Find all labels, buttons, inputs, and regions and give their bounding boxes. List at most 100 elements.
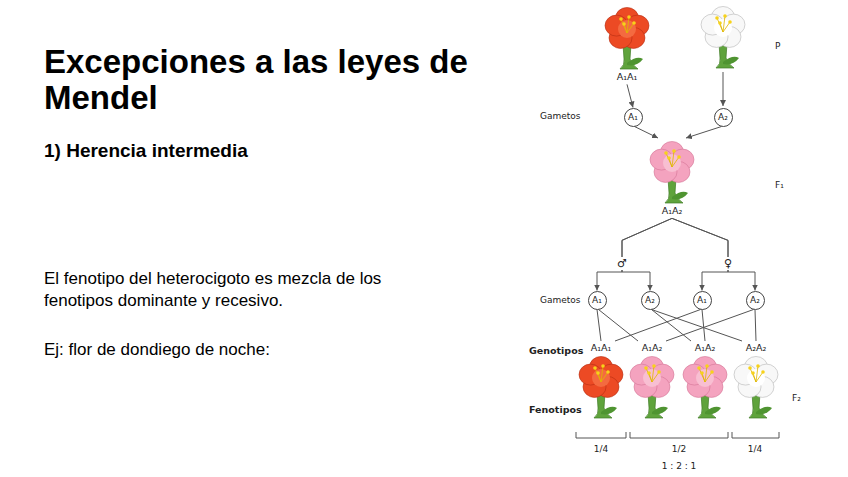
stamen-tip	[601, 365, 605, 369]
generation-label: P	[775, 41, 780, 52]
stamen-tip	[718, 21, 722, 25]
allele-text: A₁	[697, 296, 707, 305]
ratio-fraction: 1/2	[672, 444, 686, 455]
gamete-circle: A₁	[693, 291, 712, 310]
ratio-fraction: 1/4	[748, 444, 762, 455]
stamen-tip	[705, 365, 709, 369]
flower-leaf	[723, 57, 739, 65]
stamen-tip	[664, 151, 668, 155]
flower-illustration	[573, 354, 629, 420]
allele-text: A₂	[750, 296, 760, 305]
stamen	[601, 372, 608, 382]
flower-genotype: A₂A₂	[728, 341, 784, 421]
gamete-circle: A₂	[641, 291, 660, 310]
stamen-tip	[761, 371, 765, 375]
connector	[702, 310, 705, 342]
connector	[622, 218, 672, 290]
stamen	[621, 19, 627, 33]
stamen-tip	[593, 367, 597, 371]
gamete-circle: A₁	[588, 291, 607, 310]
stamen	[705, 372, 712, 382]
arrow-line	[723, 72, 724, 106]
slide-title: Excepciones a las leyes de Mendel	[44, 44, 524, 117]
stamen-tip	[627, 15, 631, 19]
ratio-text: 1 : 2 : 1	[662, 461, 697, 472]
row-label: Fenotipos	[529, 404, 582, 415]
genotype-text: A₂A₂	[746, 342, 767, 354]
flower-center	[714, 19, 732, 37]
flower-genotype: A₁A₁	[573, 341, 629, 421]
stamen	[672, 157, 679, 167]
stamen-tip	[652, 365, 656, 369]
flower-center	[592, 369, 610, 387]
connector	[672, 218, 755, 290]
genotype-text: A₁A₁	[617, 71, 638, 83]
stamen	[646, 368, 652, 382]
stamen	[756, 372, 763, 382]
connector	[635, 127, 659, 139]
flower-illustration	[728, 354, 784, 420]
connector	[599, 310, 639, 342]
connector	[686, 127, 722, 139]
allele-text: A₂	[718, 113, 728, 122]
white-flower	[701, 7, 745, 69]
stamen	[627, 23, 634, 33]
stamen-tip	[644, 367, 648, 371]
stamen-tip	[632, 21, 636, 25]
genotype-text: A₁A₁	[591, 342, 612, 354]
connector	[627, 84, 633, 107]
stamen-tip	[622, 22, 626, 26]
genotype-text: A₁A₂	[642, 342, 663, 354]
stamen-tip	[697, 367, 701, 371]
flower-genotype: A₁A₂	[624, 341, 680, 421]
flower-center	[696, 369, 714, 387]
stamen	[717, 18, 723, 32]
body-text: Ej: flor de dondiego de noche:	[44, 340, 434, 360]
flower-leaf	[756, 407, 772, 415]
stamen-tip	[672, 149, 676, 153]
stamen-tip	[619, 17, 623, 21]
flower	[650, 142, 694, 204]
gamete-circle: A₂	[714, 108, 733, 127]
stamen	[750, 368, 756, 382]
stamen	[652, 372, 659, 382]
stamen-tip	[700, 372, 704, 376]
connector	[615, 310, 701, 342]
allele-text: A₁	[592, 296, 602, 305]
flower-genotype: A₁A₂	[644, 138, 700, 218]
sex-symbol: ♂	[616, 257, 628, 270]
flower-genotype: A₁A₂	[677, 341, 733, 421]
connector	[597, 310, 601, 342]
flower-leaf	[627, 58, 643, 66]
genotype-text: A₁A₂	[662, 205, 683, 217]
generation-label: F₁	[775, 180, 784, 191]
stamen	[723, 22, 730, 32]
row-label: Genotipos	[529, 345, 583, 356]
stamen-tip	[647, 372, 651, 376]
row-label: Gametos	[540, 111, 581, 122]
flower-illustration	[644, 139, 700, 205]
connector	[652, 310, 743, 342]
stamen-tip	[723, 14, 727, 18]
genotype-text: A₁A₂	[695, 342, 716, 354]
flower	[683, 357, 727, 419]
ratio-fraction: 1/4	[594, 444, 608, 455]
flower	[579, 357, 623, 419]
stamen-tip	[751, 372, 755, 376]
stamen-tip	[710, 371, 714, 375]
flower-leaf	[672, 192, 688, 200]
sex-symbol: ♀	[723, 257, 733, 270]
gamete-circle: A₂	[746, 291, 765, 310]
allele-text: A₂	[645, 296, 655, 305]
flower-leaf	[652, 407, 668, 415]
stamen-tip	[657, 371, 661, 375]
stamen-tip	[606, 371, 610, 375]
flower-center	[663, 154, 681, 172]
flower-center	[747, 369, 765, 387]
connector	[597, 218, 672, 290]
flower-illustration	[624, 354, 680, 420]
flower-center	[643, 369, 661, 387]
flower-leaf	[705, 407, 721, 415]
gamete-circle: A₁	[624, 108, 643, 127]
